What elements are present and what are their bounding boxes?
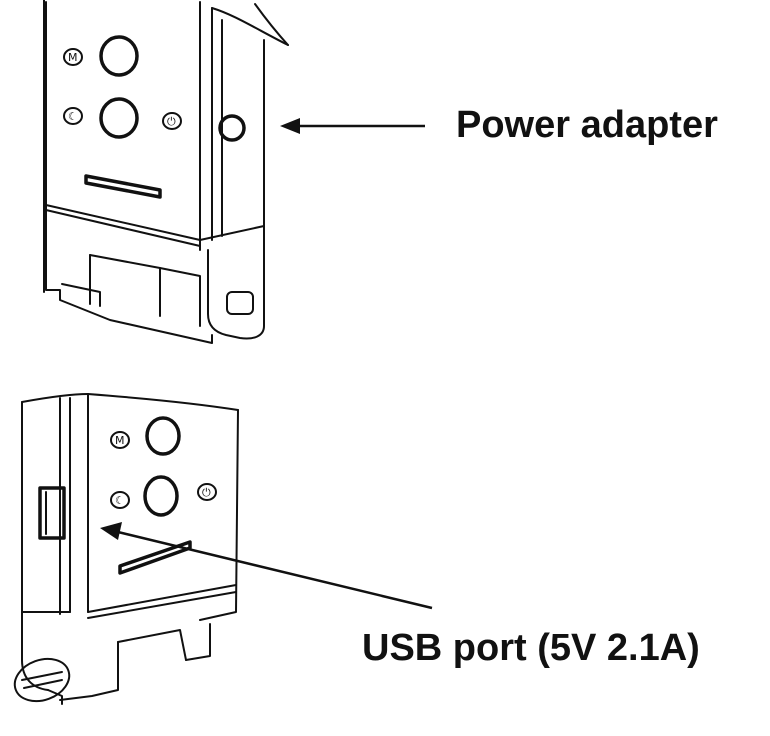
device-top-mode-icon (63, 48, 83, 66)
device-bottom-mode-icon (110, 431, 130, 449)
usb-port (38, 486, 66, 540)
power-adapter-arrow (280, 118, 425, 134)
device-bottom-light-button (143, 475, 179, 517)
device-bottom-light-icon (110, 491, 130, 509)
device-bottom-mode-button (145, 416, 181, 456)
device-bottom-slot (118, 540, 192, 575)
device-top-power-icon-glyph: ⏻ (167, 115, 176, 128)
device-top-outline-left (45, 1, 213, 344)
device-bottom-light-icon-glyph: ☾ (115, 494, 125, 507)
device-bottom-power-icon (197, 483, 217, 501)
device-bottom: M ☾ ⏻ (13, 393, 239, 705)
device-top-slot (84, 174, 162, 199)
device-top-light-icon-glyph: ☾ (68, 110, 78, 123)
device-top-mode-button (99, 35, 139, 77)
usb-port-label: USB port (5V 2.1A) (362, 627, 700, 669)
device-bottom-mode-icon-glyph: M (115, 434, 125, 447)
device-top: M ☾ ⏻ (43, 0, 289, 344)
device-top-latch (226, 291, 254, 315)
device-bottom-power-icon-glyph: ⏻ (202, 486, 211, 499)
device-top-light-button (99, 97, 139, 139)
power-adapter-socket (218, 114, 246, 142)
usb-port-arrow (100, 522, 433, 610)
power-adapter-label: Power adapter (456, 104, 718, 146)
device-top-mode-icon-glyph: M (68, 51, 78, 64)
device-bottom-latch (13, 657, 71, 703)
device-top-power-icon (162, 112, 182, 130)
device-top-light-icon (63, 107, 83, 125)
